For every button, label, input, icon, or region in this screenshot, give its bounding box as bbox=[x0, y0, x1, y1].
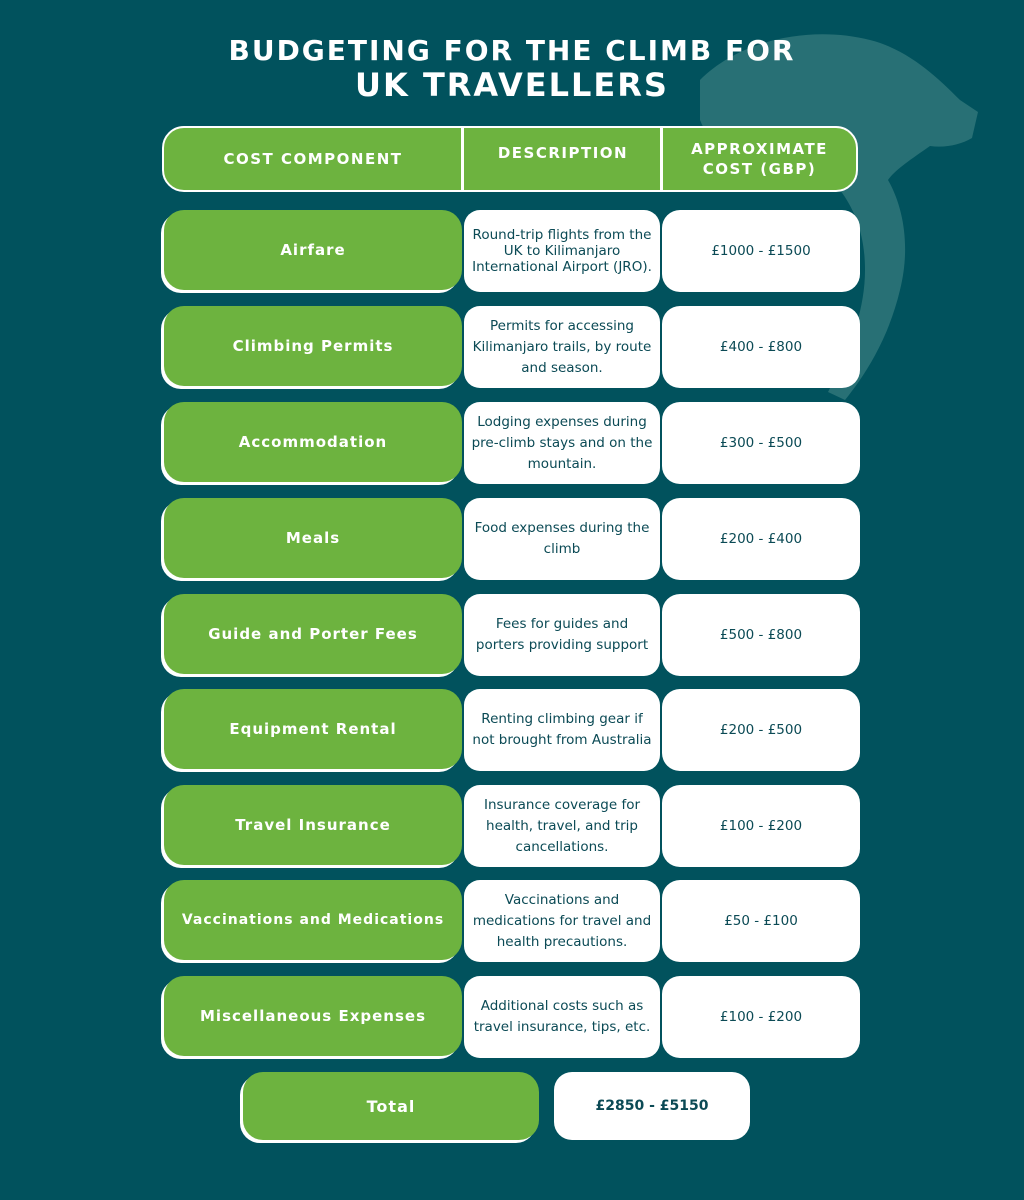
description-cell: Vaccinations and medications for travel … bbox=[464, 880, 660, 962]
cost-component-cell: Airfare bbox=[164, 210, 462, 290]
description-cell: Permits for accessing Kilimanjaro trails… bbox=[464, 306, 660, 388]
table-row: Equipment Rental Renting climbing gear i… bbox=[0, 689, 1024, 773]
description-cell: Fees for guides and porters providing su… bbox=[464, 594, 660, 676]
table-row: Vaccinations and Medications Vaccination… bbox=[0, 880, 1024, 964]
cost-component-cell: Equipment Rental bbox=[164, 689, 462, 769]
header-divider bbox=[461, 128, 464, 190]
table-header: COST COMPONENT DESCRIPTION APPROXIMATE C… bbox=[162, 126, 858, 192]
cost-component-cell: Meals bbox=[164, 498, 462, 578]
page-title-line2: UK TRAVELLERS bbox=[355, 66, 669, 104]
cost-cell: £300 - £500 bbox=[662, 402, 860, 484]
cost-cell: £400 - £800 bbox=[662, 306, 860, 388]
cost-cell: £200 - £500 bbox=[662, 689, 860, 771]
table-row: Airfare Round-trip flights from the UK t… bbox=[0, 210, 1024, 294]
description-cell: Food expenses during the climb bbox=[464, 498, 660, 580]
cost-component-cell: Vaccinations and Medications bbox=[164, 880, 462, 960]
table-row: Accommodation Lodging expenses during pr… bbox=[0, 402, 1024, 486]
table-row: Meals Food expenses during the climb £20… bbox=[0, 498, 1024, 582]
cost-cell: £200 - £400 bbox=[662, 498, 860, 580]
total-value: £2850 - £5150 bbox=[554, 1072, 750, 1140]
header-approx-cost-line1: APPROXIMATE bbox=[691, 140, 828, 158]
description-cell: Insurance coverage for health, travel, a… bbox=[464, 785, 660, 867]
table-row: Miscellaneous Expenses Additional costs … bbox=[0, 976, 1024, 1060]
header-approx-cost: APPROXIMATE COST (GBP) bbox=[663, 128, 856, 190]
total-label: Total bbox=[243, 1072, 539, 1140]
cost-component-cell: Miscellaneous Expenses bbox=[164, 976, 462, 1056]
description-cell: Renting climbing gear if not brought fro… bbox=[464, 689, 660, 771]
table-row: Guide and Porter Fees Fees for guides an… bbox=[0, 594, 1024, 678]
header-approx-cost-line2: COST (GBP) bbox=[702, 160, 817, 178]
description-cell: Lodging expenses during pre-climb stays … bbox=[464, 402, 660, 484]
page-title-line1: BUDGETING FOR THE CLIMB FOR bbox=[228, 34, 796, 67]
description-cell: Round-trip flights from the UK to Kilima… bbox=[464, 210, 660, 292]
description-cell: Additional costs such as travel insuranc… bbox=[464, 976, 660, 1058]
header-cost-component: COST COMPONENT bbox=[223, 150, 403, 168]
table-row: Travel Insurance Insurance coverage for … bbox=[0, 785, 1024, 869]
cost-component-cell: Climbing Permits bbox=[164, 306, 462, 386]
cost-cell: £50 - £100 bbox=[662, 880, 860, 962]
table-row: Climbing Permits Permits for accessing K… bbox=[0, 306, 1024, 390]
cost-cell: £500 - £800 bbox=[662, 594, 860, 676]
cost-component-cell: Accommodation bbox=[164, 402, 462, 482]
cost-cell: £1000 - £1500 bbox=[662, 210, 860, 292]
cost-component-cell: Travel Insurance bbox=[164, 785, 462, 865]
header-description: DESCRIPTION bbox=[497, 144, 629, 162]
header-divider bbox=[660, 128, 663, 190]
cost-cell: £100 - £200 bbox=[662, 976, 860, 1058]
cost-cell: £100 - £200 bbox=[662, 785, 860, 867]
cost-component-cell: Guide and Porter Fees bbox=[164, 594, 462, 674]
